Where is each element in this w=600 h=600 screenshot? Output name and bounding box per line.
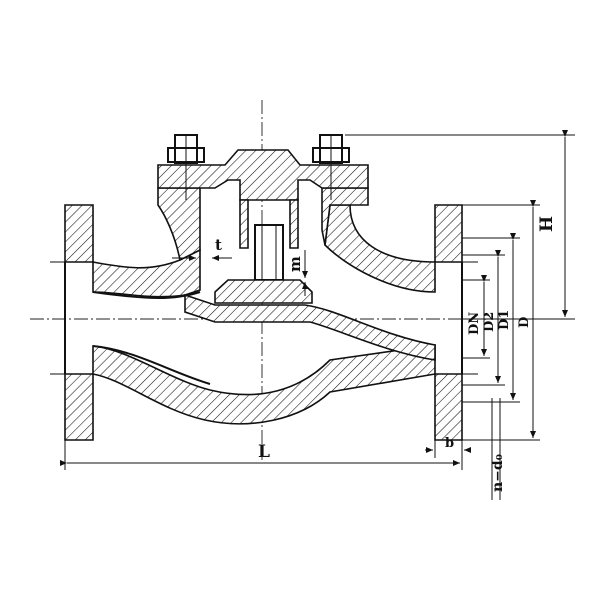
label-D: D [517, 317, 532, 328]
dimension-D1 [462, 233, 520, 403]
dimension-D2 [462, 250, 505, 386]
body-neck-right [321, 187, 369, 246]
seat-partition [184, 293, 436, 361]
left-bonnet-bolt [167, 134, 205, 200]
body-upper-right-wall [324, 204, 436, 293]
dimension-b [425, 440, 471, 458]
label-n-d0: n−d₀ [490, 454, 506, 492]
guide-sleeve [239, 199, 299, 249]
label-H: H [537, 216, 557, 232]
label-DN: DN [467, 312, 482, 335]
dimension-n-d0 [491, 398, 501, 500]
label-b: b [445, 436, 454, 451]
body-neck-left [157, 187, 201, 262]
body-upper-left-wall [92, 248, 201, 298]
flange-bolt-marks [50, 261, 478, 375]
right-bonnet-bolt [312, 134, 350, 200]
right-flange [434, 204, 463, 441]
body-outline [92, 291, 211, 385]
valve-disc [214, 279, 313, 304]
label-D1: D1 [497, 310, 512, 330]
dimension-L [60, 440, 463, 470]
disc-stem [254, 224, 284, 281]
label-t: t [215, 236, 222, 254]
bonnet-cover [157, 149, 369, 201]
label-m: m [286, 256, 304, 272]
label-L: L [258, 442, 270, 462]
label-D2: D2 [482, 312, 497, 332]
dimension-DN [462, 275, 490, 359]
body-lower-wall [92, 344, 436, 425]
left-flange [64, 204, 94, 441]
dimension-D [462, 200, 540, 441]
dimension-H [345, 130, 575, 320]
